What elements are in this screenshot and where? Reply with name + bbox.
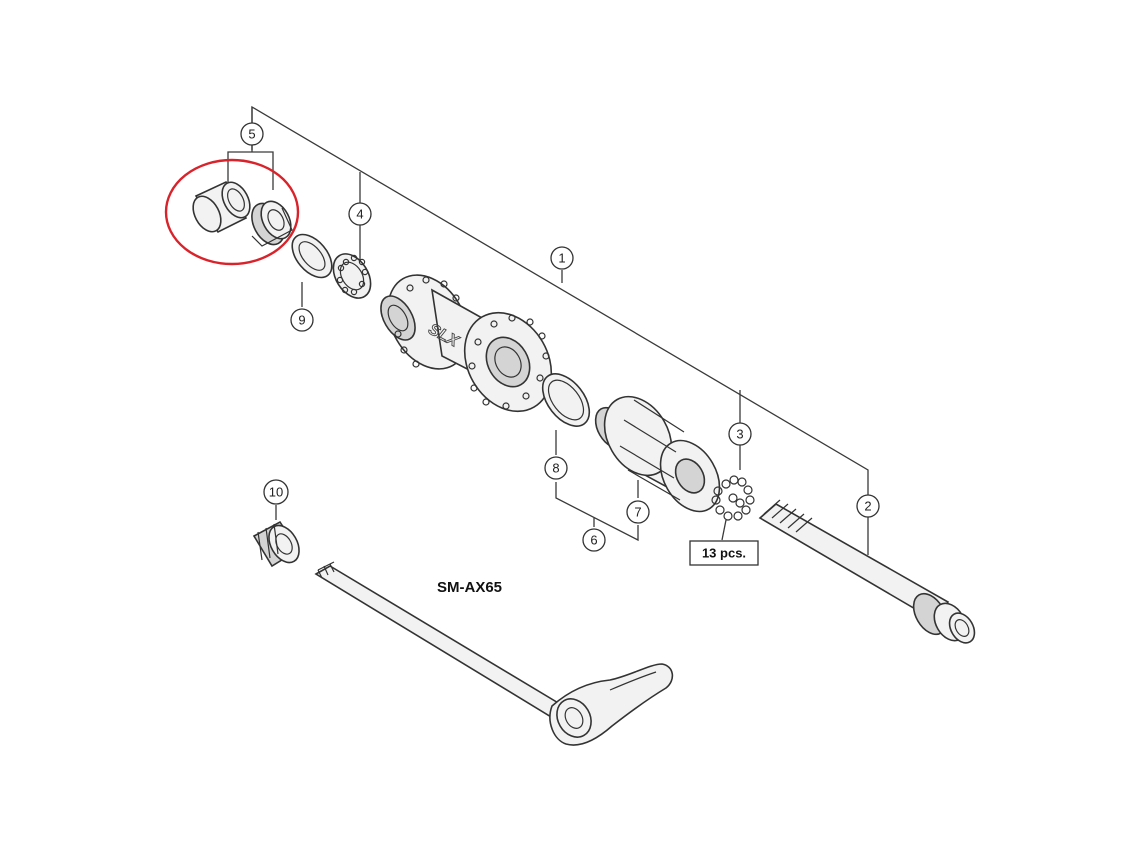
callout-4: 4 [348, 202, 372, 226]
callout-9: 9 [290, 308, 314, 332]
callout-2: 2 [856, 494, 880, 518]
skewer-lock-nut [252, 520, 300, 568]
callout-8-label: 8 [552, 461, 559, 476]
callout-5-label: 5 [248, 127, 255, 142]
callout-1: 1 [550, 246, 574, 270]
model-label: SM-AX65 [437, 579, 502, 596]
callout-4-label: 4 [356, 207, 363, 222]
callout-10-label: 10 [269, 485, 283, 500]
spacer-ring [541, 373, 591, 427]
callout-6-label: 6 [590, 533, 597, 548]
callout-8: 8 [544, 456, 568, 480]
steel-ball-set [711, 475, 755, 521]
leader-bracket-1 [251, 105, 869, 555]
callout-6: 6 [582, 528, 606, 552]
quantity-label: 13 pcs. [702, 546, 746, 561]
callout-3-label: 3 [736, 427, 743, 442]
hub-body [380, 274, 553, 413]
callout-2-label: 2 [864, 499, 871, 514]
seal-washer [291, 233, 333, 279]
bearing [332, 253, 372, 299]
quantity-box: 13 pcs. [689, 540, 759, 566]
callout-3: 3 [728, 422, 752, 446]
freehub-body [594, 395, 721, 513]
leader-lines [227, 105, 869, 555]
leader-13pcs [721, 519, 727, 541]
callout-5: 5 [240, 122, 264, 146]
cone-nut [251, 200, 293, 247]
quick-release-skewer [314, 561, 674, 746]
callout-9-label: 9 [298, 313, 305, 328]
hub-axle [758, 499, 976, 644]
callout-10: 10 [263, 479, 289, 505]
callout-7: 7 [626, 500, 650, 524]
lock-nut-sleeve [192, 180, 251, 234]
leader-bracket-6 [555, 482, 639, 542]
callout-7-label: 7 [634, 505, 641, 520]
highlight-circle [164, 158, 300, 266]
callout-1-label: 1 [558, 251, 565, 266]
